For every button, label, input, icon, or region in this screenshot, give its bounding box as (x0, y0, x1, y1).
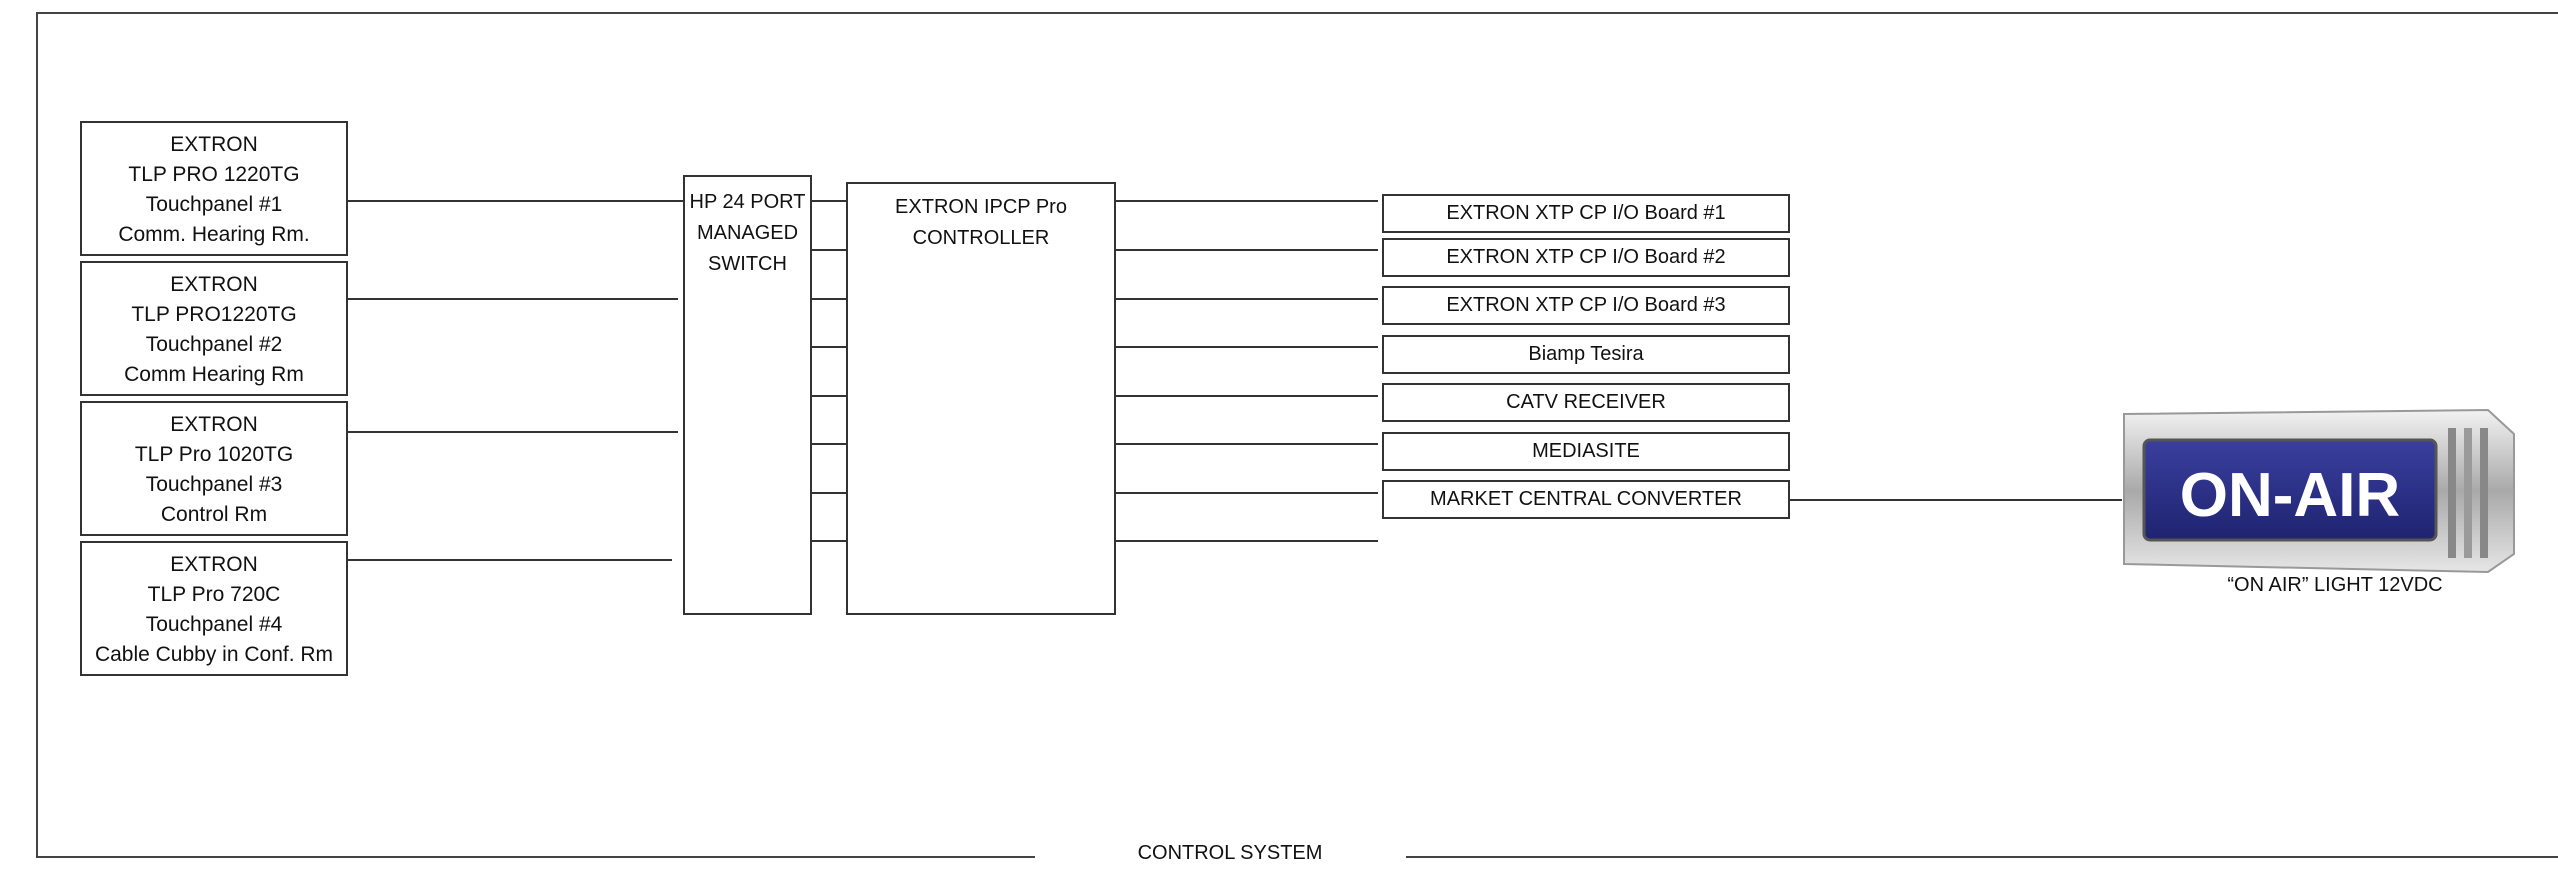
device-label: EXTRON XTP CP I/O Board #3 (1446, 294, 1726, 316)
touchpanel-3-line-3: Touchpanel #3 (145, 473, 283, 496)
controller-line-2: CONTROLLER (912, 227, 1050, 249)
controller-box: EXTRON IPCP Pro CONTROLLER (846, 182, 1116, 615)
touchpanel-1-line-3: Touchpanel #1 (145, 193, 283, 216)
on-air-light-image: ON-AIR (2118, 404, 2518, 576)
touchpanel-3-box: EXTRON TLP Pro 1020TG Touchpanel #3 Cont… (80, 401, 348, 536)
device-label: EXTRON XTP CP I/O Board #1 (1446, 202, 1726, 224)
touchpanel-4-line-3: Touchpanel #4 (145, 613, 283, 636)
device-label: MEDIASITE (1532, 440, 1640, 462)
touchpanel-3-line-2: TLP Pro 1020TG (134, 443, 294, 466)
device-label: Biamp Tesira (1528, 343, 1644, 365)
on-air-light-label: “ON AIR” LIGHT 12VDC (2227, 574, 2443, 596)
touchpanel-4-box: EXTRON TLP Pro 720C Touchpanel #4 Cable … (80, 541, 348, 676)
device-label: CATV RECEIVER (1506, 391, 1666, 413)
device-box-io-board-3: EXTRON XTP CP I/O Board #3 (1382, 286, 1790, 325)
device-label: EXTRON XTP CP I/O Board #2 (1446, 246, 1726, 268)
touchpanel-1-line-1: EXTRON (170, 133, 258, 156)
touchpanel-4-line-2: TLP Pro 720C (147, 583, 281, 606)
device-box-io-board-2: EXTRON XTP CP I/O Board #2 (1382, 238, 1790, 277)
device-box-mediasite: MEDIASITE (1382, 432, 1790, 471)
controller-line-1: EXTRON IPCP Pro (895, 196, 1067, 218)
touchpanel-2-line-3: Touchpanel #2 (145, 333, 283, 356)
touchpanel-2-line-2: TLP PRO1220TG (131, 303, 297, 326)
touchpanel-3-line-1: EXTRON (170, 413, 258, 436)
diagram-title: CONTROL SYSTEM (1080, 842, 1380, 865)
device-box-biamp-tesira: Biamp Tesira (1382, 335, 1790, 374)
touchpanel-2-line-4: Comm Hearing Rm (124, 363, 304, 386)
switch-line-2: MANAGED (696, 222, 799, 244)
frame-border (36, 12, 2558, 858)
touchpanel-4-line-1: EXTRON (170, 553, 258, 576)
touchpanel-2-box: EXTRON TLP PRO1220TG Touchpanel #2 Comm … (80, 261, 348, 396)
touchpanel-1-line-4: Comm. Hearing Rm. (118, 223, 310, 246)
touchpanel-2-line-1: EXTRON (170, 273, 258, 296)
network-switch-box: HP 24 PORT MANAGED SWITCH (683, 175, 812, 615)
on-air-sign-text: ON-AIR (2180, 461, 2400, 530)
switch-line-3: SWITCH (708, 253, 787, 275)
device-box-catv-receiver: CATV RECEIVER (1382, 383, 1790, 422)
device-box-market-central-converter: MARKET CENTRAL CONVERTER (1382, 480, 1790, 519)
touchpanel-1-box: EXTRON TLP PRO 1220TG Touchpanel #1 Comm… (80, 121, 348, 256)
touchpanel-4-line-4: Cable Cubby in Conf. Rm (94, 643, 334, 666)
on-air-sign-icon: ON-AIR (2123, 408, 2515, 574)
switch-line-1: HP 24 PORT (685, 187, 810, 218)
device-label: MARKET CENTRAL CONVERTER (1430, 488, 1742, 510)
device-box-io-board-1: EXTRON XTP CP I/O Board #1 (1382, 194, 1790, 233)
touchpanel-1-line-2: TLP PRO 1220TG (128, 163, 300, 186)
touchpanel-3-line-4: Control Rm (160, 503, 268, 526)
